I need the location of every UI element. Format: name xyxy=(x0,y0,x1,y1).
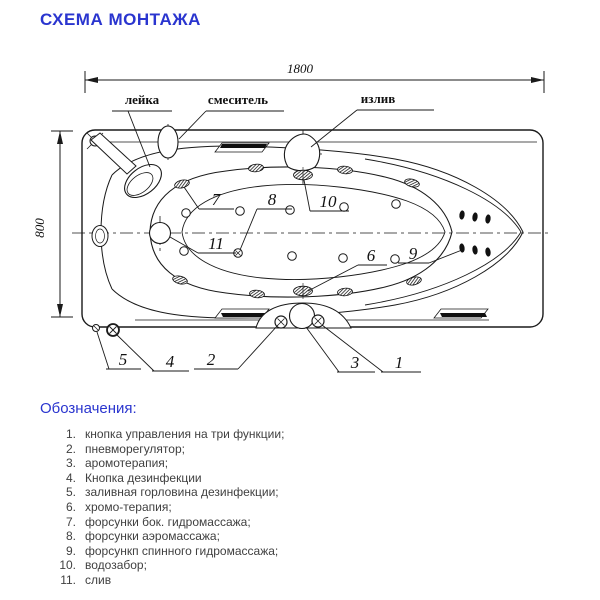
legend-item-10: 10. водозабор; xyxy=(40,558,560,573)
drain-icon xyxy=(148,221,172,245)
callout-4: 4 xyxy=(166,352,175,371)
shelf-bottom-right-bar xyxy=(440,313,487,317)
callout-7: 7 xyxy=(212,190,222,209)
legend-item-6: 6. хромо-терапия; xyxy=(40,500,560,515)
dimension-height xyxy=(51,130,73,318)
dimension-width xyxy=(84,71,545,93)
legend-item-number: 7. xyxy=(65,514,76,529)
dim-arrow-right xyxy=(531,77,544,83)
legend-item-5: 5. заливная горловина дезинфекции; xyxy=(40,485,560,500)
legend-item-11: 11. слив xyxy=(40,573,560,588)
label-spout: излив xyxy=(361,91,396,106)
callout-8: 8 xyxy=(268,190,277,209)
legend-item-text: аромотерапия; xyxy=(85,456,169,471)
dim-arrow-left xyxy=(85,77,98,83)
disinfection-button xyxy=(106,323,120,337)
legend-item-8: 8. форсунки аэромассажа; xyxy=(40,529,560,544)
legend-item-2: 2. пневморегулятор; xyxy=(40,442,560,457)
aromatherapy-port xyxy=(288,302,316,330)
leader-lines xyxy=(96,109,463,373)
callout-5: 5 xyxy=(119,350,128,369)
bowl-inner xyxy=(181,184,446,280)
callout-2: 2 xyxy=(207,350,216,369)
aero-jets xyxy=(179,199,401,264)
legend-item-4: 4. Кнопка дезинфекции xyxy=(40,471,560,486)
shower-head-icon xyxy=(86,132,162,199)
legend-item-7: 7. форсунки бок. гидромассажа; xyxy=(40,515,560,530)
legend-item-text: форсункп спинного гидромассажа; xyxy=(85,543,279,558)
dim-arrow-bottom xyxy=(57,304,63,317)
callout-10: 10 xyxy=(320,192,338,211)
water-intake-port xyxy=(293,167,313,183)
chromotherapy-port xyxy=(293,283,313,299)
bowl-outer xyxy=(149,166,453,298)
legend-item-text: кнопка управления на три функции; xyxy=(85,427,285,441)
legend: Обозначения: 1. кнопка управления на три … xyxy=(40,400,560,588)
shelf-top-bar xyxy=(220,144,267,148)
soap-shelves xyxy=(214,142,489,319)
legend-heading: Обозначения: xyxy=(40,400,137,417)
shelf-bottom-left-bar xyxy=(221,313,268,317)
spout-icon xyxy=(283,133,321,172)
legend-item-text: Кнопка дезинфекции xyxy=(85,470,202,485)
callout-6: 6 xyxy=(367,246,376,265)
legend-item-9: 9. форсункп спинного гидромассажа; xyxy=(40,544,560,559)
disinfection-filler-port xyxy=(92,324,100,332)
label-mixer: смеситель xyxy=(208,92,268,107)
callout-11: 11 xyxy=(208,234,224,253)
legend-item-text: хромо-терапия; xyxy=(85,499,172,514)
callout-1: 1 xyxy=(395,353,404,372)
overflow-oval xyxy=(91,225,109,247)
page-title: СХЕМА МОНТАЖА xyxy=(40,10,201,29)
rim-inner-right-top xyxy=(364,158,522,233)
legend-item-number: 3. xyxy=(65,456,76,471)
legend-item-number: 8. xyxy=(65,529,76,544)
legend-item-text: слив xyxy=(85,572,112,587)
bathtub-diagram-svg: 1800 800 xyxy=(32,61,552,373)
dim-height-value: 800 xyxy=(32,218,47,238)
legend-item-text: заливная горловина дезинфекции; xyxy=(85,485,279,500)
legend-item-number: 1. xyxy=(65,427,76,441)
legend-item-1: 1. кнопка управления на три функции; xyxy=(40,427,560,442)
dim-width-value: 1800 xyxy=(287,61,314,76)
mixer-icon xyxy=(157,125,179,159)
legend-item-text: форсунки бок. гидромассажа; xyxy=(85,514,251,529)
label-shower: лейка xyxy=(125,92,160,107)
callout-3: 3 xyxy=(350,353,360,372)
callout-9: 9 xyxy=(409,244,418,263)
legend-item-number: 9. xyxy=(65,543,76,558)
legend-item-text: пневморегулятор; xyxy=(85,441,185,456)
legend-item-number: 6. xyxy=(65,499,76,514)
legend-item-number: 10. xyxy=(59,558,76,573)
control-button xyxy=(311,314,325,328)
dim-arrow-top xyxy=(57,131,63,144)
legend-item-number: 5. xyxy=(65,485,76,500)
side-hydro-jets xyxy=(172,163,422,299)
rim-inner-right-bottom xyxy=(364,231,522,306)
legend-item-text: форсунки аэромассажа; xyxy=(85,529,220,544)
back-hydro-jets xyxy=(459,210,491,257)
legend-item-number: 2. xyxy=(65,441,76,456)
legend-item-number: 11. xyxy=(60,572,76,587)
legend-item-3: 3. аромотерапия; xyxy=(40,456,560,471)
bathtub-diagram: 1800 800 xyxy=(32,61,552,373)
legend-item-number: 4. xyxy=(65,470,76,485)
legend-item-text: водозабор; xyxy=(85,558,147,573)
